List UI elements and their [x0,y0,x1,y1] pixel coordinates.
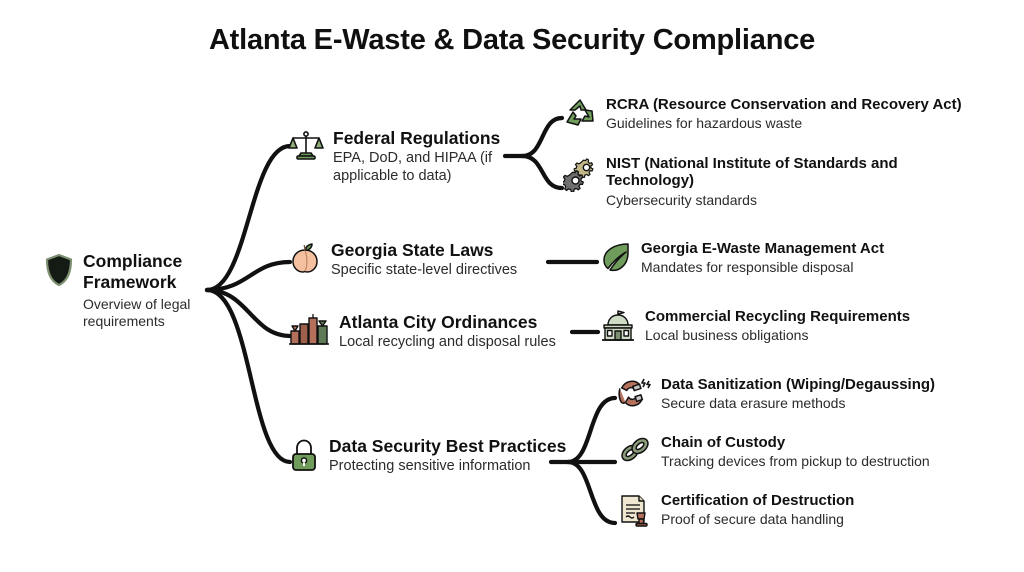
node-subtitle: Protecting sensitive information [329,458,531,475]
node-rcra[interactable]: RCRA (Resource Conservation and Recovery… [563,96,962,136]
edge-datasec-cert [565,459,618,526]
node-text: Data Sanitization (Wiping/Degaussing) Se… [661,376,935,412]
node-georgia-ewaste-act[interactable]: Georgia E-Waste Management Act Mandates … [600,240,884,278]
shield-icon [44,253,74,292]
node-subtitle: Local recycling and disposal rules [339,334,556,351]
node-subtitle: Specific state-level directives [331,262,518,279]
node-georgia-state-laws[interactable]: Georgia State Laws Specific state-level … [288,240,517,280]
node-commercial-recycling[interactable]: Commercial Recycling Requirements Local … [600,308,910,348]
recycling-icon [563,97,597,136]
edge-root-datasec [204,287,293,465]
node-title: Georgia State Laws [331,240,494,260]
magnet-icon [618,377,652,414]
chain-link-icon [618,435,652,470]
edge-federal-nist [519,153,565,191]
node-subtitle: Proof of secure data handling [661,511,844,528]
node-chain-of-custody[interactable]: Chain of Custody Tracking devices from p… [618,434,930,470]
government-building-icon [600,309,636,348]
node-title: Data Security Best Practices [329,436,567,456]
node-title: Atlanta City Ordinances [339,312,538,332]
node-subtitle: EPA, DoD, and HIPAA (if applicable to da… [333,150,493,184]
node-text: Atlanta City Ordinances Local recycling … [339,312,556,352]
node-title: Compliance Framework [83,251,183,292]
edge-root-atlanta [204,287,293,339]
node-text: NIST (National Institute of Standards an… [606,155,914,208]
node-subtitle: Mandates for responsible disposal [641,259,854,276]
node-data-sanitization[interactable]: Data Sanitization (Wiping/Degaussing) Se… [618,376,935,414]
node-subtitle: Overview of legal requirements [83,296,191,329]
node-nist[interactable]: NIST (National Institute of Standards an… [561,155,914,208]
node-subtitle: Secure data erasure methods [661,395,846,412]
page-title: Atlanta E-Waste & Data Security Complian… [208,24,816,56]
node-text: Compliance Framework Overview of legal r… [83,251,218,330]
node-title: NIST (National Institute of Standards an… [606,155,898,190]
node-text: Federal Regulations EPA, DoD, and HIPAA … [333,128,519,185]
node-atlanta-city-ordinances[interactable]: Atlanta City Ordinances Local recycling … [288,312,556,352]
node-text: Data Security Best Practices Protecting … [329,436,566,476]
node-data-security-best-practices[interactable]: Data Security Best Practices Protecting … [288,436,566,478]
peach-icon [288,241,322,280]
node-certification-of-destruction[interactable]: Certification of Destruction Proof of se… [618,492,854,532]
padlock-icon [288,437,320,478]
node-text: RCRA (Resource Conservation and Recovery… [606,96,962,132]
node-federal-regulations[interactable]: Federal Regulations EPA, DoD, and HIPAA … [288,128,519,185]
edge-federal-rcra [519,115,565,159]
node-text: Chain of Custody Tracking devices from p… [661,434,930,470]
node-title: Certification of Destruction [661,492,855,509]
leaf-icon [600,241,632,278]
node-compliance-framework[interactable]: Compliance Framework Overview of legal r… [44,251,218,330]
node-text: Georgia E-Waste Management Act Mandates … [641,240,884,276]
node-title: Georgia E-Waste Management Act [641,240,885,257]
node-subtitle: Guidelines for hazardous waste [606,115,803,132]
edge-root-federal [204,143,293,293]
edge-datasec-sanit [565,395,618,465]
certificate-stamp-icon [618,493,652,532]
node-title: Commercial Recycling Requirements [645,308,911,325]
edge-root-georgia [204,259,293,293]
node-subtitle: Cybersecurity standards [606,191,757,208]
balance-scale-icon [288,129,324,168]
node-title: Chain of Custody [661,434,786,451]
cityscape-icon [288,313,330,352]
node-title: Federal Regulations [333,128,501,148]
gears-icon [561,156,597,197]
node-subtitle: Local business obligations [645,327,809,344]
node-title: RCRA (Resource Conservation and Recovery… [606,96,962,113]
node-subtitle: Tracking devices from pickup to destruct… [661,453,930,470]
node-text: Georgia State Laws Specific state-level … [331,240,517,280]
node-text: Certification of Destruction Proof of se… [661,492,854,528]
node-title: Data Sanitization (Wiping/Degaussing) [661,376,936,393]
node-text: Commercial Recycling Requirements Local … [645,308,910,344]
